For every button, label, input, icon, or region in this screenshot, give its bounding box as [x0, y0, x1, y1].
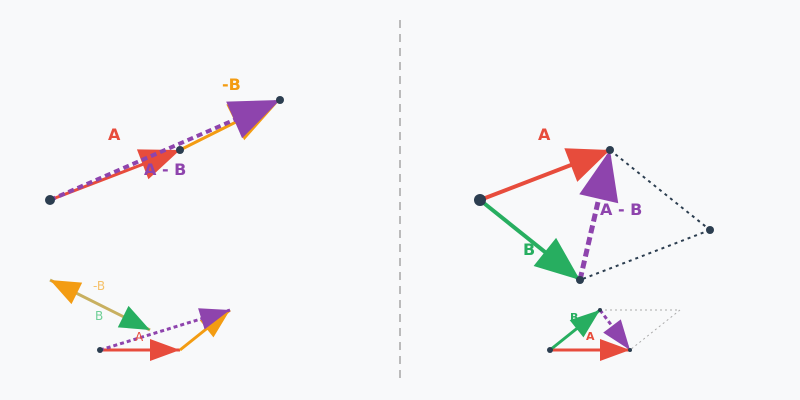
left-label-diff: A - B: [144, 160, 186, 179]
right-inset-vector-a-arrowhead: [600, 339, 630, 361]
left-inset-vector-diff-arrowhead: [198, 308, 230, 330]
right-inset-label-b: B: [570, 311, 578, 324]
right-a-tip-point: [606, 146, 614, 154]
left-inset-neg-b-arrowhead: [50, 280, 83, 305]
right-corner-point: [706, 226, 714, 234]
right-inset-vector-diff-arrowhead: [603, 319, 630, 350]
right-vector-a-arrowhead: [564, 148, 610, 182]
left-vector-a-arrowhead: [136, 149, 180, 180]
left-label-a: A: [108, 125, 121, 144]
right-inset-b-tip: [598, 308, 602, 312]
left-inset-vector-a-arrowhead: [150, 339, 180, 361]
left-vector-diff-arrowhead: [226, 100, 280, 139]
right-vector-diff-arrowhead: [579, 150, 619, 204]
left-label-neg-b: -B: [222, 75, 241, 94]
left-inset-vector-neg-b-arrowhead: [199, 310, 230, 338]
right-parallelogram-edge: [579, 229, 711, 281]
right-label-b: B: [523, 240, 535, 259]
right-inset-vector-b-arrowhead: [569, 310, 600, 338]
right-parallelogram-edge: [609, 149, 711, 231]
left-a-tip-point: [176, 146, 184, 154]
left-inset-label-a: A: [135, 330, 144, 344]
left-inset-b-arrowhead: [117, 305, 150, 330]
right-inset-a-tip: [628, 348, 632, 352]
left-diff-tip-point: [276, 96, 284, 104]
right-origin-point: [474, 194, 486, 206]
left-inset-label-neg-b: -B: [93, 279, 105, 293]
left-origin-point: [45, 195, 55, 205]
right-label-a: A: [538, 125, 551, 144]
left-vector-diff-line: [49, 98, 281, 202]
left-inset-label-b: B: [95, 309, 103, 323]
right-inset-origin-point: [547, 347, 553, 353]
right-b-tip-point: [576, 276, 584, 284]
right-label-diff: A - B: [600, 200, 642, 219]
right-inset-label-a: A: [586, 330, 595, 343]
left-inset-origin-point: [97, 347, 103, 353]
right-vector-b-arrowhead: [533, 237, 580, 280]
right-inset-edge: [629, 309, 681, 351]
